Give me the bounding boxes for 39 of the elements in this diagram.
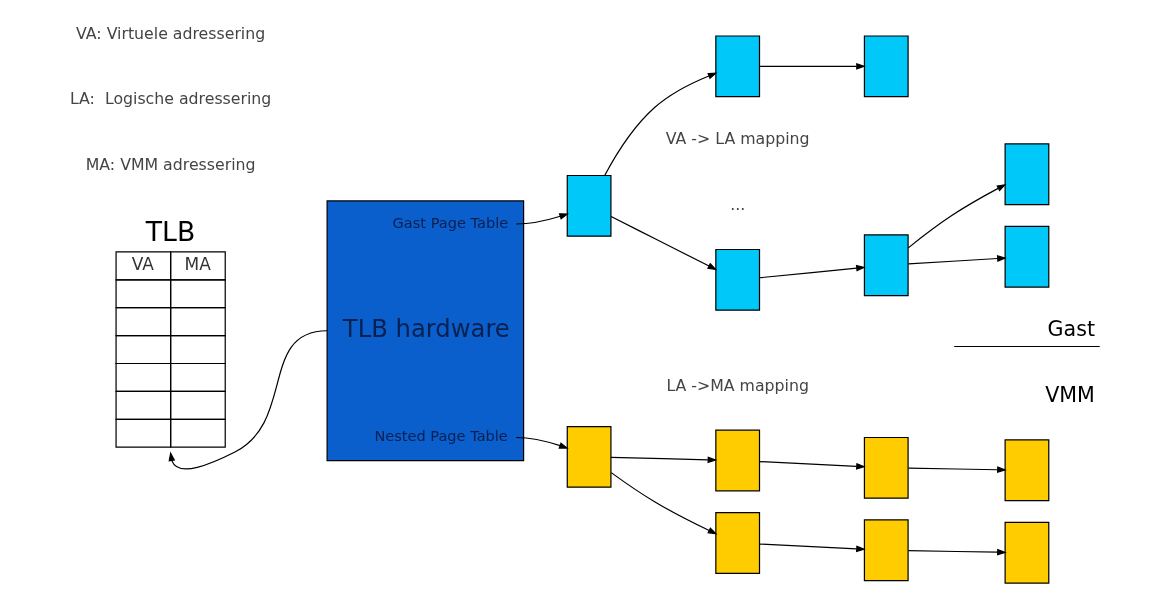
node-box xyxy=(863,519,909,582)
label: MA: VMM adressering xyxy=(85,154,256,174)
arrow xyxy=(758,264,866,279)
arrow xyxy=(758,62,866,70)
node-box xyxy=(715,35,761,98)
node-box xyxy=(715,512,761,574)
label: LA: Logische adressering xyxy=(69,89,272,109)
node-box xyxy=(715,248,761,311)
node-box xyxy=(863,436,909,499)
label: ... xyxy=(730,194,746,214)
arrow xyxy=(168,330,328,470)
arrow xyxy=(610,456,718,464)
node-label: TLB xyxy=(145,215,196,247)
arrow xyxy=(610,472,718,535)
arrow xyxy=(515,213,569,225)
arrow xyxy=(515,436,569,449)
label: VMM xyxy=(1045,382,1095,407)
arrow xyxy=(907,466,1007,474)
arrow xyxy=(758,543,866,553)
node-box xyxy=(863,234,909,297)
node-box xyxy=(863,35,909,98)
label: VA: Virtuele adressering xyxy=(76,23,266,43)
arrow xyxy=(907,255,1007,265)
arrow xyxy=(907,548,1007,556)
arrow xyxy=(604,72,718,176)
node-box xyxy=(1004,143,1050,206)
node-box xyxy=(1004,439,1050,502)
node-box xyxy=(566,425,612,488)
arrow xyxy=(610,215,718,271)
arrow xyxy=(907,184,1007,249)
node-box xyxy=(566,174,612,237)
label: Gast xyxy=(1047,317,1095,342)
node-box xyxy=(1004,225,1050,288)
node-box xyxy=(715,429,761,492)
label: VA -> LA mapping xyxy=(665,129,810,149)
label: LA ->MA mapping xyxy=(666,375,809,395)
arrow xyxy=(758,460,866,470)
node-box: Gast Page Table TLB hardware Nested Page Table xyxy=(326,200,525,462)
node-box xyxy=(1004,521,1050,584)
